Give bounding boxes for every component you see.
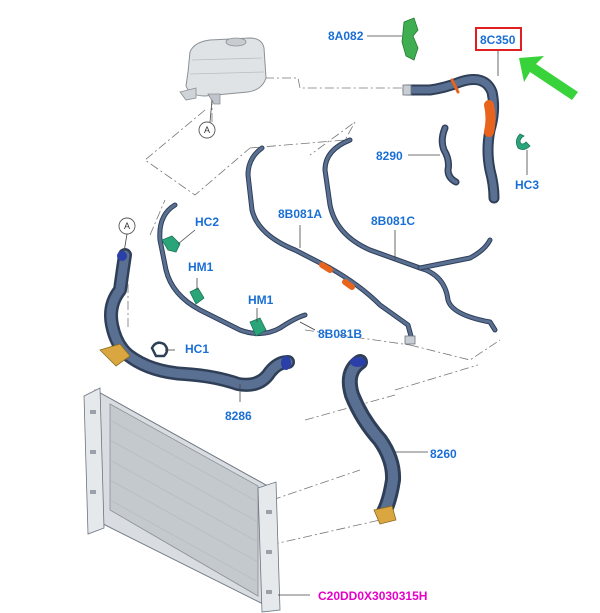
- expansion-tank: [179, 37, 267, 105]
- label-8c350: 8C350: [480, 33, 516, 47]
- clip-hc3-icon: [516, 133, 531, 150]
- red-box-highlight: [475, 27, 522, 51]
- label-8290: 8290: [376, 149, 403, 163]
- label-8260: 8260: [430, 447, 457, 461]
- label-hc3: HC3: [515, 178, 539, 192]
- hose-8b081c: [322, 137, 498, 333]
- reference-code: C20DD0X3030315H: [318, 589, 427, 603]
- part-labels: 8A082 8C350 8290 HC3 HC2 8B081A 8B081C H…: [185, 29, 539, 461]
- radiator: [83, 387, 281, 613]
- leader-lines: [165, 35, 528, 596]
- connectors: [99, 84, 416, 525]
- clip-hm1-upper-icon: [189, 287, 205, 305]
- bracket-8a082-icon: [401, 17, 419, 61]
- clips: [150, 17, 531, 358]
- callout-letter: A: [124, 221, 130, 231]
- label-hm1-lower: HM1: [248, 293, 274, 307]
- label-hc2: HC2: [195, 215, 219, 229]
- callout-a-top: A: [198, 99, 216, 139]
- hoses: [104, 74, 500, 520]
- clip-hc2-icon: [161, 235, 181, 253]
- hose-8b081b: [157, 202, 308, 336]
- callout-letter: A: [204, 125, 210, 135]
- label-8286: 8286: [225, 409, 252, 423]
- label-8b081a: 8B081A: [278, 207, 322, 221]
- callout-a-left: A: [118, 217, 136, 253]
- label-hc1: HC1: [185, 342, 209, 356]
- label-hm1-upper: HM1: [188, 260, 214, 274]
- label-8a082: 8A082: [328, 29, 364, 43]
- label-8b081b: 8B081B: [318, 327, 362, 341]
- label-8b081c: 8B081C: [371, 214, 415, 228]
- arrow-left-down-icon: [519, 56, 578, 100]
- clip-hc1-icon: [150, 341, 169, 358]
